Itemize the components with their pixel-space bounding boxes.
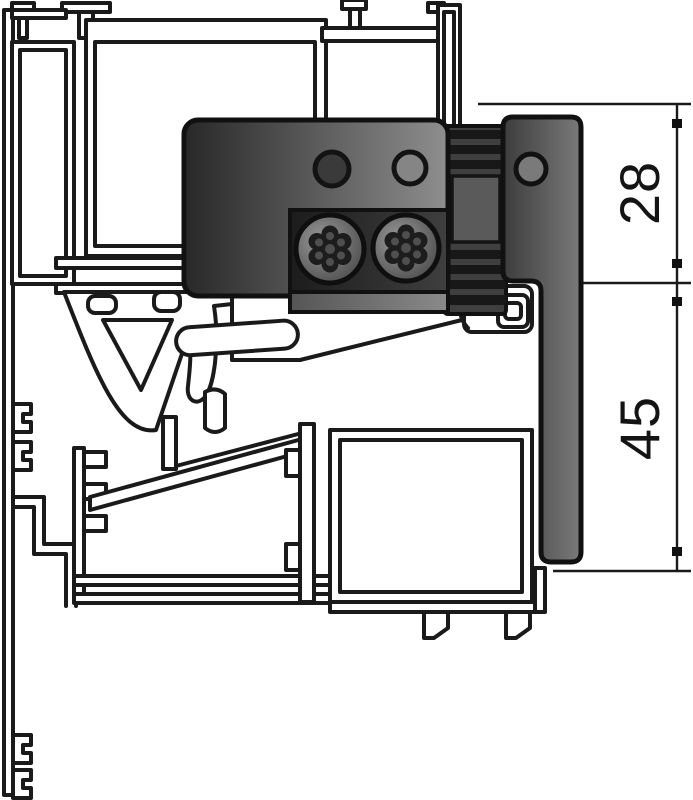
- hinge-plate: [500, 114, 584, 565]
- torx-screw-icon: [293, 212, 367, 286]
- chamber-inner: [18, 48, 68, 278]
- frame-step-inner: [11, 505, 68, 608]
- clip-hook: [11, 402, 33, 434]
- clip-hook: [11, 768, 33, 800]
- frame-profile: [11, 415, 547, 640]
- frame-foot: [422, 610, 450, 640]
- clamp-stem: [161, 415, 178, 471]
- hinge-plate-bar: [500, 114, 584, 565]
- dimension-45: 45: [553, 283, 691, 573]
- clamp-inset: [450, 174, 502, 244]
- clip-hook: [11, 733, 33, 765]
- screw-plate-band: [288, 290, 450, 314]
- bead-tooth: [82, 450, 108, 469]
- screw-plate: [288, 208, 450, 314]
- gasket-chamber: [86, 294, 118, 315]
- wall-tooth: [284, 448, 302, 478]
- bore-hole: [391, 149, 429, 187]
- dimension-tick: [672, 297, 682, 306]
- chamber-inner: [338, 438, 524, 594]
- gasket-triangle-hole: [101, 318, 174, 392]
- frame-web: [72, 574, 332, 587]
- diagonal-bar: [88, 437, 304, 512]
- top-web: [320, 26, 442, 43]
- clamp-connector: [442, 124, 508, 316]
- glazing-gasket: [62, 290, 234, 434]
- torx-screw-icon: [370, 212, 442, 284]
- dimension-tick: [672, 119, 682, 128]
- gasket-spout: [203, 387, 227, 434]
- plate-hole: [513, 151, 549, 187]
- dimension-28: 28: [478, 102, 691, 285]
- gasket-chamber: [152, 290, 182, 313]
- torx-highlight: [391, 231, 421, 265]
- bore-hole: [312, 149, 352, 189]
- right-wall-inner: [442, 10, 456, 132]
- center-wall: [298, 422, 316, 604]
- clamp-ridges: [444, 130, 506, 305]
- clip-hook: [11, 440, 33, 472]
- dimension-label-upper: 28: [608, 161, 671, 225]
- dimension-label-lower: 45: [608, 396, 671, 460]
- torx-highlight: [315, 232, 345, 266]
- dimension-tick: [672, 259, 682, 268]
- band-end: [533, 566, 547, 614]
- diagonal-line: [174, 431, 304, 468]
- bracket-slot: [174, 318, 300, 358]
- top-web: [10, 8, 68, 20]
- wall-tooth: [284, 542, 302, 572]
- dimension-tick: [672, 547, 682, 556]
- bead-tooth: [82, 514, 108, 533]
- frame-foot: [504, 610, 532, 640]
